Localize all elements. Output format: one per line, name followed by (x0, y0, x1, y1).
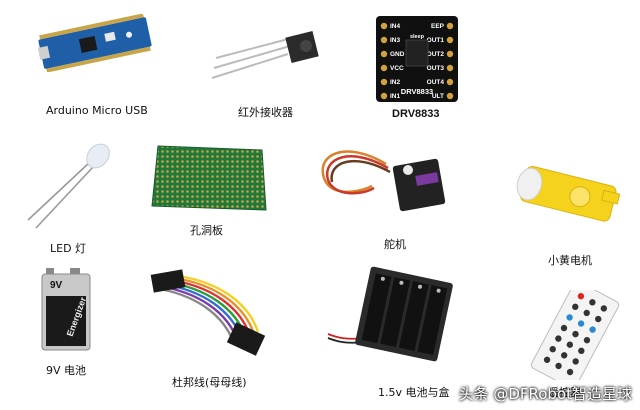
led-image (27, 143, 110, 229)
drv-pin-out2: OUT2 (427, 51, 445, 58)
drv8833-board: IN4 IN3 GND VCC IN2 IN1 EEP OUT1 OUT2 OU… (376, 16, 458, 102)
label-battery-box: 1.5v 电池与盒 (378, 386, 450, 399)
label-ir-remote: 遥控器 (548, 386, 581, 399)
ir-remote (520, 280, 630, 390)
dupont-wires (150, 266, 270, 356)
servo (316, 144, 456, 226)
label-perfboard: 孔洞板 (190, 224, 223, 237)
battery-box-image (327, 266, 453, 362)
arduino-micro-usb (34, 13, 156, 73)
label-led: LED 灯 (50, 242, 87, 255)
drv-pin-out4: OUT4 (427, 79, 445, 86)
label-drv8833: DRV8833 (392, 108, 440, 120)
label-arduino: Arduino Micro USB (46, 104, 148, 117)
drv-chip-text: DRV8833 (401, 87, 433, 96)
drv-pin-in1: IN1 (390, 93, 401, 100)
ir-remote-image (530, 280, 620, 390)
led (20, 140, 116, 232)
drv-pin-ult: ULT (432, 93, 444, 100)
watermark: 头条 @DFRobot智造星球 (458, 385, 632, 403)
drv-pin-gnd: GND (390, 51, 405, 58)
ir-receiver (208, 28, 328, 86)
drv-pin-in3: IN3 (390, 37, 401, 44)
dupont-wires-image (150, 269, 266, 356)
label-dupont-wires: 杜邦线(母母线) (172, 376, 247, 389)
drv-pin-eep: EEP (431, 23, 445, 30)
drv-pin-out1: OUT1 (427, 37, 445, 44)
label-yellow-motor: 小黄电机 (548, 254, 592, 267)
label-servo: 舵机 (384, 238, 406, 251)
yellow-motor-image (516, 165, 621, 222)
drv-sleep-text: sleep (410, 34, 425, 40)
yellow-motor (512, 160, 626, 230)
drv8833-board-image: IN4 IN3 GND VCC IN2 IN1 EEP OUT1 OUT2 OU… (376, 16, 458, 102)
battery-box (324, 264, 454, 364)
battery-9v: 9V Energizer (40, 266, 92, 352)
drv-pin-vcc: VCC (390, 65, 404, 72)
battery-voltage-text: 9V (50, 280, 63, 291)
perfboard-image (151, 145, 267, 211)
drv-pin-in4: IN4 (390, 23, 401, 30)
drv-pin-in2: IN2 (390, 79, 401, 86)
label-ir-receiver: 红外接收器 (238, 106, 293, 119)
drv-pin-out3: OUT3 (427, 65, 445, 72)
label-battery-9v: 9V 电池 (46, 364, 87, 377)
servo-image (321, 150, 446, 212)
perfboard (150, 144, 268, 214)
ir-receiver-image (211, 30, 319, 79)
arduino-board-image (37, 13, 152, 73)
battery-9v-image: 9V Energizer (41, 268, 91, 351)
